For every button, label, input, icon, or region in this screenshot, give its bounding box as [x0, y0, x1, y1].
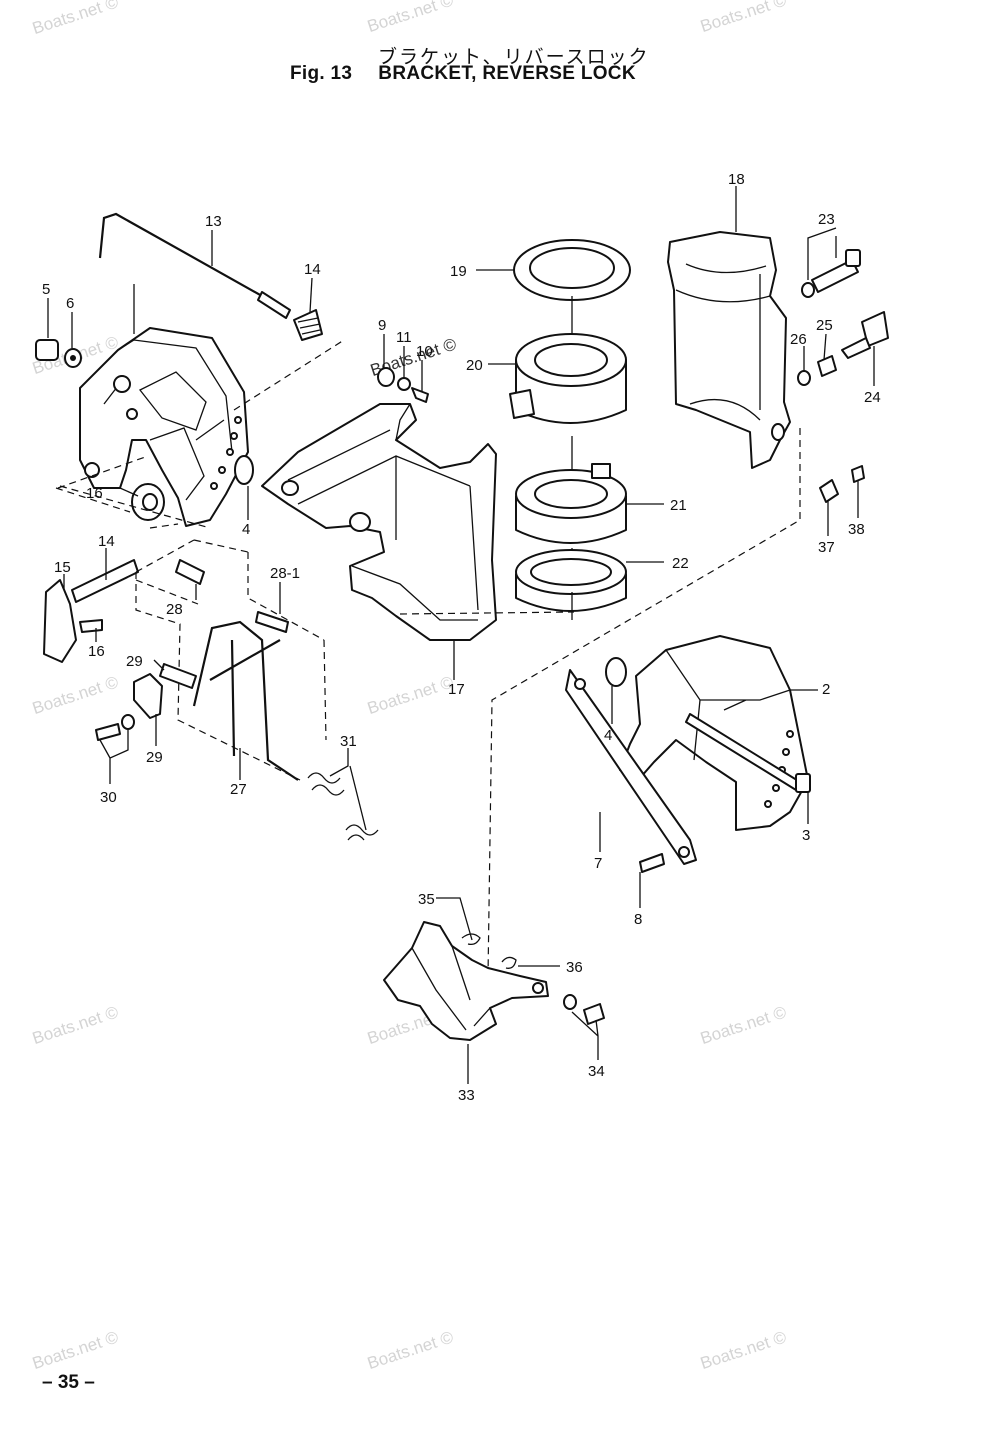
- callout-20: 19: [450, 263, 467, 280]
- part-23-bushing-ring: [515, 549, 627, 620]
- callout-30: 29: [146, 749, 163, 766]
- part-29-pin-lower: [159, 663, 197, 689]
- part-20-ring: [513, 239, 631, 301]
- part-26-bolt: [841, 337, 871, 359]
- part-26-spring: [817, 355, 837, 377]
- page-number: – 35 –: [42, 1372, 95, 1393]
- part-33-lock-lever: [383, 921, 549, 1041]
- part-10-bolt: [411, 387, 429, 403]
- callout-27: 26: [790, 331, 807, 348]
- part-38-screw: [851, 465, 865, 483]
- part-21-bearing-housing: [509, 333, 627, 424]
- figure-title: BRACKET, REVERSE LOCK: [378, 63, 636, 84]
- part-16-bolt: [79, 619, 103, 633]
- callout-34: 34: [588, 1063, 605, 1080]
- callout-9: 9: [378, 317, 386, 334]
- callout-13: 14: [304, 261, 321, 278]
- callout-37: 37: [818, 539, 835, 556]
- part-27-washer: [797, 370, 811, 386]
- callout-23: 22: [672, 555, 689, 572]
- callout-35: 35: [418, 891, 435, 908]
- callout-10: 10: [416, 343, 433, 360]
- part-22-bearing-housing: [515, 463, 627, 544]
- part-34-washer: [563, 994, 577, 1010]
- callout-21: 20: [466, 357, 483, 374]
- part-34-bolt: [583, 1003, 605, 1025]
- part-12-rod-end: [257, 291, 291, 319]
- callout-19: 18: [728, 171, 745, 188]
- part-15-lever: [43, 579, 77, 663]
- part-28-1-pin: [175, 559, 205, 585]
- part-5-nut: [35, 339, 59, 361]
- callout-31: 30: [100, 789, 117, 806]
- part-30-plate: [133, 673, 163, 719]
- callout-36: 36: [566, 959, 583, 976]
- callout-7: 7: [594, 855, 602, 872]
- part-11-washer: [397, 377, 411, 391]
- callout-2: 2: [822, 681, 830, 698]
- title-english: Fig. 13 BRACKET, REVERSE LOCK: [290, 63, 636, 85]
- callout-18: 17: [448, 681, 465, 698]
- callout-28: 27: [230, 781, 247, 798]
- callout-22: 21: [670, 497, 687, 514]
- callout-8: 8: [634, 911, 642, 928]
- part-35-spring: [461, 933, 481, 946]
- part-13-cap: [293, 309, 323, 341]
- part-12-rod: [98, 212, 279, 306]
- callout-15: 15: [54, 559, 71, 576]
- callout-5: 5: [42, 281, 50, 298]
- callout-12: 13: [205, 213, 222, 230]
- part-4-washer-left: [234, 455, 254, 485]
- part-28-lever-rod: [192, 620, 299, 781]
- callout-11: 11: [396, 329, 412, 346]
- figure-number: Fig. 13: [290, 63, 353, 84]
- part-7-plate: [565, 669, 697, 865]
- callout-6: 6: [66, 295, 74, 312]
- part-32-spring: [307, 772, 345, 796]
- part-36-clip: [501, 956, 517, 969]
- callout-26: 25: [816, 317, 833, 334]
- part-37-plug: [819, 479, 839, 503]
- part-18-swivel-bracket: [261, 403, 497, 641]
- part-14-bolt: [71, 559, 139, 603]
- callout-32: 31: [340, 733, 357, 750]
- part-29-pin-upper: [255, 611, 289, 633]
- callout-28-1: 28: [166, 601, 183, 618]
- callout-33: 33: [458, 1087, 475, 1104]
- part-8-screw: [639, 853, 665, 873]
- callout-4-right: 4: [604, 727, 612, 744]
- part-24-bolt: [811, 259, 859, 293]
- callout-29-lower: 29: [126, 653, 143, 670]
- part-31-bolt: [95, 723, 121, 741]
- callout-38: 38: [848, 521, 865, 538]
- callout-17: 16: [86, 485, 103, 502]
- callout-4-left: 4: [242, 521, 250, 538]
- callout-29-upper: 28-1: [270, 565, 300, 582]
- callout-24: 23: [818, 211, 835, 228]
- callout-25: 24: [864, 389, 881, 406]
- callout-labels: 13 14 5 6 9 11 10 4 16 17 19 20 21 22 18…: [42, 171, 881, 1104]
- callout-16: 16: [88, 643, 105, 660]
- title-japanese: ブラケット、リバースロック: [378, 46, 650, 68]
- callout-3: 3: [802, 827, 810, 844]
- part-9-bushing: [377, 367, 395, 387]
- callout-14: 14: [98, 533, 115, 550]
- part-4-washer-right: [605, 657, 627, 687]
